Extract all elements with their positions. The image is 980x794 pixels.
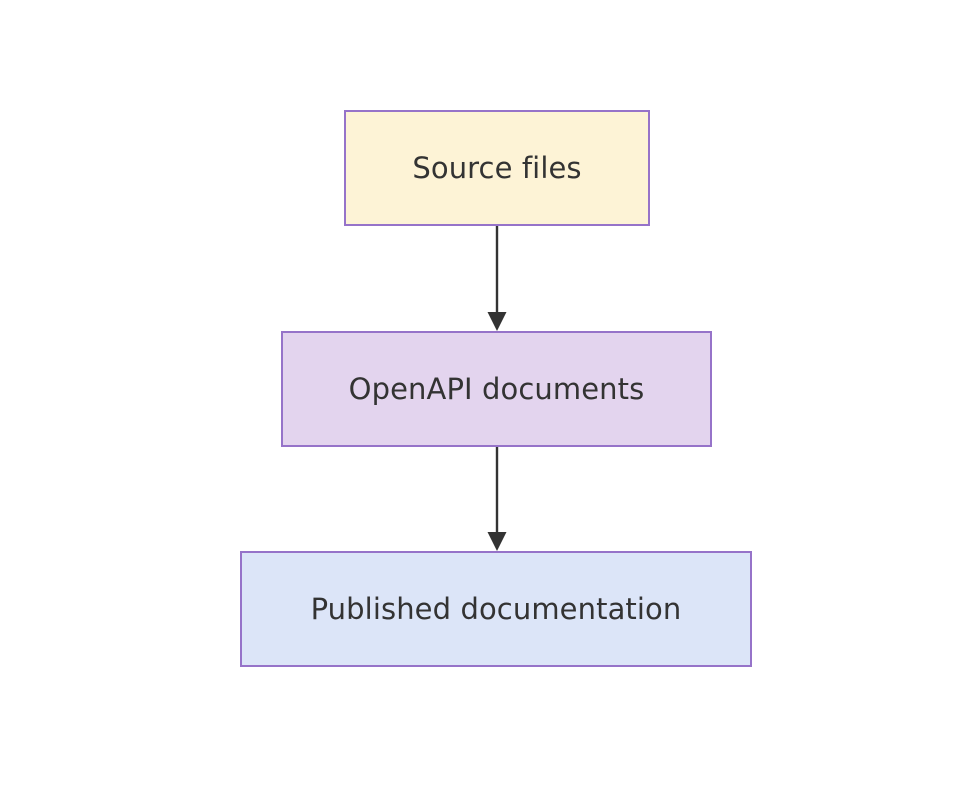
flowchart-node-label: Source files (412, 150, 582, 185)
arrowhead-icon (487, 532, 507, 551)
arrowhead-icon (487, 312, 507, 331)
flowchart-node-published-documentation[interactable]: Published documentation (240, 551, 752, 667)
flowchart-node-openapi-documents[interactable]: OpenAPI documents (281, 331, 712, 447)
flowchart-node-label: Published documentation (310, 591, 682, 626)
flowchart-node-source-files[interactable]: Source files (344, 110, 650, 226)
edge-source-to-openapi (487, 226, 507, 331)
edge-openapi-to-published (487, 447, 507, 551)
flowchart-node-label: OpenAPI documents (348, 371, 645, 406)
